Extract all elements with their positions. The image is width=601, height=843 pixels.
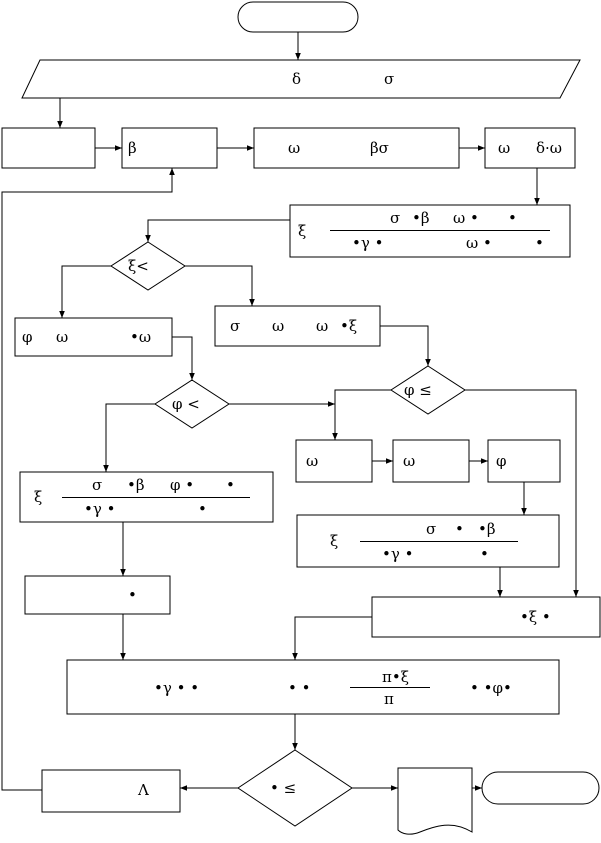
numerator-beta: •β bbox=[478, 520, 496, 538]
omega-label: ω bbox=[56, 328, 69, 346]
xi-result-label: •ξ • bbox=[520, 608, 551, 626]
gamma-part: •γ • • bbox=[154, 679, 200, 697]
small-omega-1-label: ω bbox=[306, 452, 319, 470]
numerator-omega: ω • bbox=[453, 209, 479, 227]
output-document bbox=[397, 767, 473, 835]
denominator-omega: ω • bbox=[466, 234, 492, 252]
denominator-dot: • bbox=[535, 234, 544, 252]
dot-xi-label: •ξ bbox=[340, 317, 358, 335]
numerator-sigma: σ bbox=[390, 209, 401, 227]
dot-process-box bbox=[24, 575, 171, 615]
omega-beta-sigma-box bbox=[253, 127, 460, 169]
denominator-gamma: •γ • bbox=[382, 545, 414, 563]
denominator-gamma: •γ • bbox=[352, 234, 384, 252]
numerator-dot: • bbox=[226, 476, 235, 494]
decision-phi-le-text: φ ≤ bbox=[404, 381, 432, 399]
start-terminator bbox=[237, 1, 359, 33]
init-process-box bbox=[1, 127, 96, 169]
numerator-phi: φ • bbox=[170, 476, 195, 494]
xi-formula-3-box bbox=[296, 514, 560, 568]
connectors bbox=[1, 32, 579, 791]
denominator-dot: • bbox=[198, 500, 207, 518]
beta-sigma-label: βσ bbox=[370, 139, 389, 157]
omega-label: ω bbox=[288, 139, 301, 157]
delta-omega-label: δ·ω bbox=[536, 139, 563, 157]
dot-omega-label: •ω bbox=[130, 328, 152, 346]
xi-formula-2-box bbox=[19, 471, 274, 523]
decision-xi-diamond bbox=[110, 241, 186, 291]
beta-label: β bbox=[128, 139, 137, 157]
numerator-beta: •β bbox=[412, 209, 430, 227]
fraction-bar bbox=[350, 687, 430, 688]
pi-denominator: π bbox=[384, 690, 394, 708]
xi-result-box bbox=[371, 596, 601, 638]
xi-symbol: ξ bbox=[298, 222, 307, 240]
numerator-dot: • bbox=[455, 520, 464, 538]
numerator-sigma: σ bbox=[426, 520, 437, 538]
xi-formula-1-box bbox=[289, 204, 571, 258]
omega-label: ω bbox=[498, 139, 511, 157]
decision-final-diamond bbox=[237, 749, 353, 827]
numerator-sigma: σ bbox=[92, 476, 103, 494]
input-sigma: σ bbox=[384, 70, 395, 88]
xi-symbol: ξ bbox=[34, 488, 43, 506]
dot-label: • bbox=[128, 586, 137, 604]
small-omega-2-label: ω bbox=[403, 452, 416, 470]
omega-label-2: ω bbox=[316, 317, 329, 335]
phi-label: φ bbox=[22, 328, 33, 346]
decision-phi-le-diamond bbox=[390, 365, 466, 415]
fraction-bar bbox=[330, 230, 550, 231]
denominator-gamma: •γ • bbox=[84, 500, 116, 518]
input-delta: δ bbox=[292, 70, 302, 88]
lambda-box bbox=[41, 769, 181, 813]
denominator-dot: • bbox=[480, 545, 489, 563]
numerator-dot: • bbox=[508, 209, 517, 227]
small-phi-label: φ bbox=[496, 452, 507, 470]
pi-xi-numerator: π•ξ bbox=[382, 668, 409, 686]
final-formula-box bbox=[66, 659, 560, 715]
phi-part: • •φ• bbox=[470, 679, 512, 697]
input-parallelogram bbox=[21, 59, 581, 99]
mid-part: • • bbox=[288, 679, 311, 697]
omega-label-1: ω bbox=[272, 317, 285, 335]
end-terminator bbox=[481, 771, 600, 805]
decision-final-text: • ≤ bbox=[270, 779, 297, 797]
xi-symbol: ξ bbox=[330, 532, 339, 550]
sigma-label: σ bbox=[230, 317, 241, 335]
decision-phi-lt-diamond bbox=[154, 379, 230, 429]
numerator-beta: •β bbox=[127, 476, 145, 494]
decision-phi-lt-text: φ < bbox=[172, 395, 200, 413]
decision-xi-text: ξ< bbox=[128, 257, 149, 275]
lambda-label: Λ bbox=[138, 781, 149, 799]
fraction-bar bbox=[360, 541, 518, 542]
fraction-bar bbox=[62, 497, 250, 498]
